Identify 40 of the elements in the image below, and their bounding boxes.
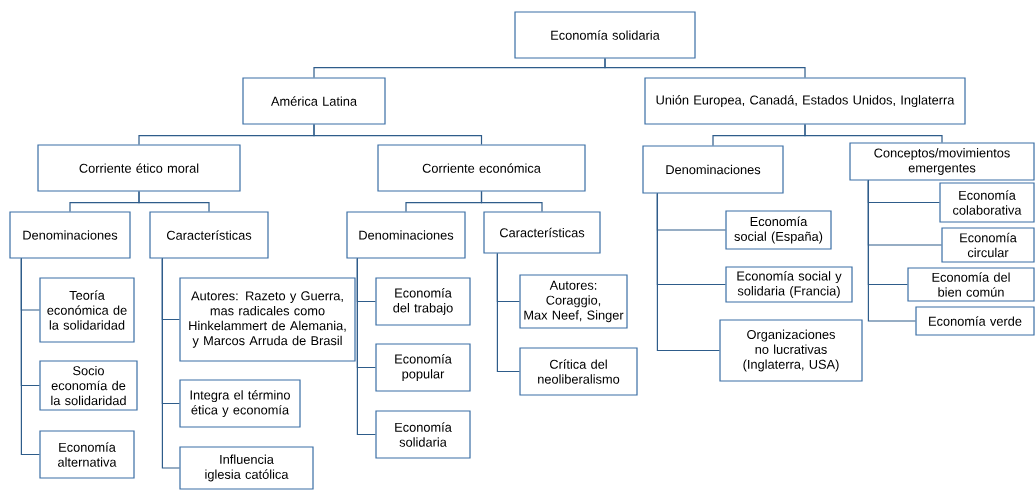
concept-box: Economía verde — [915, 306, 1035, 336]
concept-box: Influencia iglesia católica — [179, 446, 314, 490]
concept-box: Economía del bien común — [907, 267, 1035, 302]
connector-line — [496, 253, 520, 373]
concept-box: Organizaciones no lucrativas (Inglaterra, USA) — [719, 319, 863, 382]
connector-line — [356, 258, 376, 436]
connector-line — [20, 258, 40, 456]
connector-line — [867, 180, 916, 322]
connector-line — [313, 124, 483, 145]
connector-line — [604, 58, 806, 78]
concept-box: Economía del trabajo — [375, 277, 471, 326]
concept-box: Economía social (España) — [725, 210, 832, 250]
concept-box: Características — [149, 211, 269, 259]
connector-line — [138, 191, 210, 212]
connector-line — [804, 124, 943, 143]
concept-box: Autores: Razeto y Guerra, mas radicales como Hinkelammert de Alemania, y Marcos Arruda de Brasil — [179, 277, 356, 362]
concept-box: Economía solidaria — [514, 11, 696, 59]
concept-box: Corriente ético moral — [37, 144, 241, 192]
concept-box: Denominaciones — [9, 211, 131, 259]
concept-box: Unión Europea, Canadá, Estados Unidos, Inglaterra — [644, 77, 966, 125]
concept-box: Economía colaborativa — [939, 182, 1035, 223]
concept-box: Conceptos/movimientos emergentes — [849, 142, 1035, 181]
connector-line — [480, 191, 543, 212]
concept-box: Características — [483, 211, 601, 254]
concept-box: Teoría económica de la solidaridad — [39, 277, 135, 343]
connector-line — [161, 258, 180, 469]
concept-box: Economía popular — [375, 343, 471, 392]
concept-box: Crítica del neoliberalismo — [519, 347, 638, 396]
concept-box: Economía solidaria — [375, 410, 471, 459]
concept-box: Economía circular — [941, 227, 1035, 263]
concept-box: Denominaciones — [346, 211, 466, 259]
concept-box: Integra el término ética y economía — [179, 379, 301, 428]
concept-box: Socio economía de la solidaridad — [39, 360, 138, 411]
concept-box: Economía social y solidaria (Francia) — [725, 266, 853, 303]
concept-box: Economía alternativa — [39, 430, 135, 479]
connector-line — [656, 193, 720, 352]
concept-box: Denominaciones — [642, 145, 784, 194]
concept-box: Corriente económica — [377, 144, 586, 192]
concept-box: Autores: Coraggio, Max Neef, Singer — [519, 274, 628, 329]
concept-box: América Latina — [242, 77, 386, 125]
